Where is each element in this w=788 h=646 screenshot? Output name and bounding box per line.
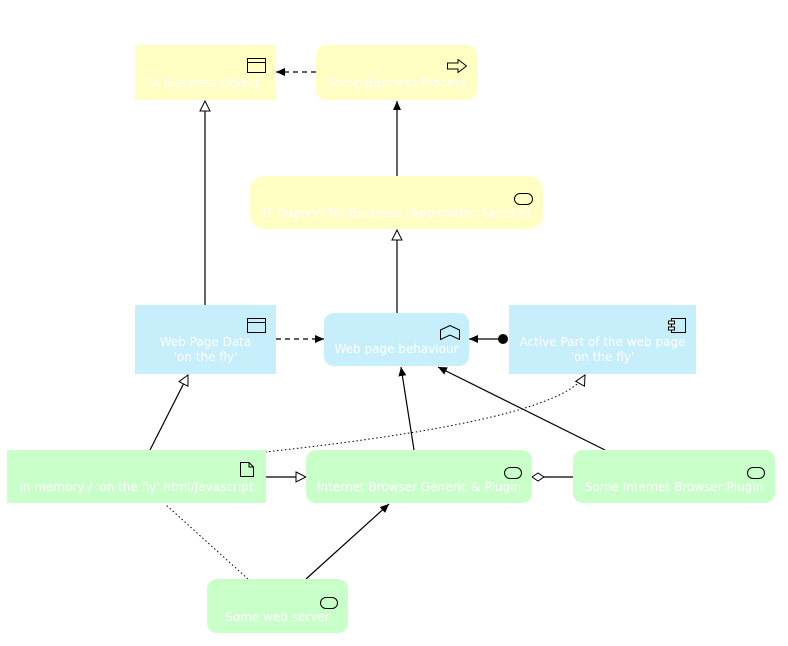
relation-plugin-behaviour [437, 366, 606, 451]
active-part-node[interactable]: Active Part of the web page 'on the fly' [509, 305, 696, 374]
web-server-label: Some web server [225, 610, 330, 624]
service-icon [514, 190, 533, 209]
web-page-data-label: Web Page Data 'on the fly' [159, 335, 252, 364]
relation-server-browser [305, 503, 390, 580]
browser-generic-node[interactable]: Internet Browser Generic & Plugin [306, 450, 532, 503]
system-software-icon [747, 464, 765, 483]
business-object-icon [247, 58, 266, 77]
system-software-icon [504, 464, 522, 483]
relation-inmemory-webdata [149, 375, 189, 451]
web-page-behaviour-node[interactable]: Web page behaviour [324, 313, 469, 366]
browser-generic-label: Internet Browser Generic & Plugin [316, 480, 522, 494]
web-page-behaviour-label: Web page behaviour [334, 342, 459, 356]
business-service-node[interactable]: IT Support for Business (Application Ser… [250, 176, 543, 229]
relation-browser-behaviour [398, 366, 415, 451]
business-process-node[interactable]: Some Business Process [316, 45, 477, 100]
web-page-data-node[interactable]: Web Page Data 'on the fly' [135, 305, 276, 374]
system-software-icon [320, 594, 338, 613]
function-icon [440, 324, 460, 344]
active-part-label: Active Part of the web page 'on the fly' [519, 335, 686, 364]
in-memory-artifact-node[interactable]: in memory / 'on the fly' html/Javascript [7, 450, 266, 503]
browser-plugin-node[interactable]: Some Internet Browser Plugin [573, 450, 775, 503]
web-server-node[interactable]: Some web server [207, 579, 348, 633]
relation-server-inmemory [164, 503, 249, 580]
business-object-label: A Business Object [151, 76, 260, 90]
business-object-node[interactable]: A Business Object [135, 45, 276, 100]
data-object-icon [247, 318, 266, 337]
in-memory-artifact-label: in memory / 'on the fly' html/Javascript [19, 480, 254, 494]
business-process-label: Some Business Process [326, 76, 467, 90]
artifact-icon [240, 462, 254, 481]
component-icon [667, 318, 686, 337]
business-service-label: IT Support for Business (Application Ser… [262, 206, 531, 220]
browser-plugin-label: Some Internet Browser Plugin [584, 480, 764, 494]
relation-inmemory-active [264, 375, 585, 453]
process-arrow-icon [447, 58, 468, 77]
